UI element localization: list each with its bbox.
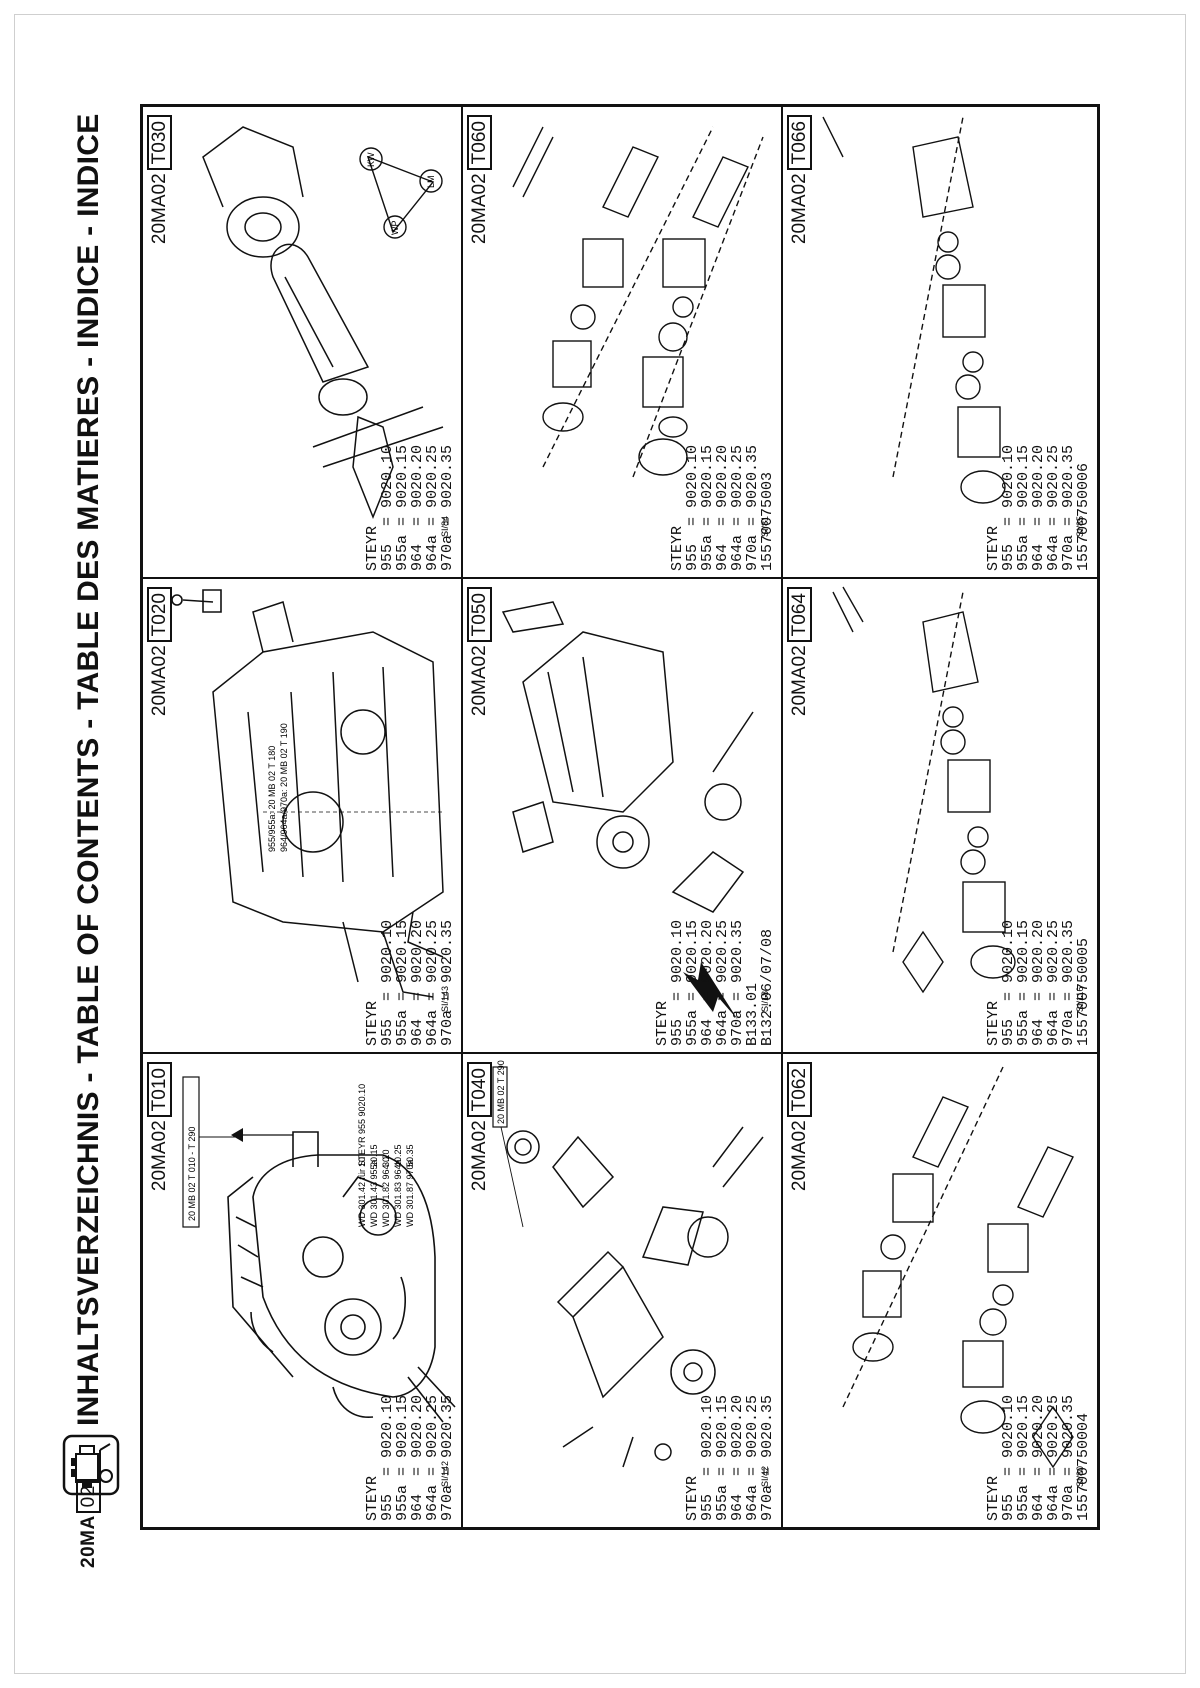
engine-assembly-drawing: 20 MB 02 T 010 - T 290 10 20 30 40 50 WD…: [182, 1076, 456, 1487]
ref-box-text: 20 MB 02 T 290: [496, 1060, 506, 1124]
ref-line: 964/964a/970a: 20 MB 02 T 190: [279, 723, 289, 852]
contents-grid: 20MA02T010: [140, 104, 1100, 1530]
oil-pump-drawing: 20 MB 02 T 290 SI/42: [492, 1060, 770, 1487]
svg-text:WP: WP: [390, 221, 400, 236]
page-frame: [14, 14, 1186, 1674]
wd-list-item: WD 301.42 für STEYR 955 9020.10: [357, 1084, 367, 1227]
hydraulic-pump-drawing: SI/18: [501, 601, 770, 1020]
page-header: 20MA02 INHALTSVERZEICHNIS - TABLE OF CON…: [60, 76, 130, 1576]
svg-text:40: 40: [393, 1157, 403, 1167]
figure-note: SI/84: [440, 516, 450, 537]
transmission-drawing: 955/955a: 20 MB 02 T 180 964/964a/970a: …: [171, 589, 450, 1012]
figure-note: SI/42: [760, 1466, 770, 1487]
gear-pump-exploded-drawing: SI/85: [822, 116, 1085, 537]
svg-text:LM: LM: [426, 175, 436, 188]
wd-list-item: WD 301.43 955a .15: [369, 1144, 379, 1227]
tractor-engine-icon: [62, 1434, 120, 1496]
wd-list-item: WD 301.87 970a .35: [405, 1144, 415, 1227]
figure-note: SI/81: [760, 516, 770, 537]
fan-belt-drawing: WP KW LM SI/84: [202, 126, 450, 537]
panel-t010[interactable]: 20MA02T010: [143, 1052, 463, 1527]
ref-line: 955/955a: 20 MB 02 T 180: [267, 746, 277, 852]
figure-note: SI/85: [1075, 516, 1085, 537]
gear-pump-exploded-drawing: SI/116: [832, 586, 1085, 1012]
figure-note: SI/143: [440, 986, 450, 1012]
figure-note: SI/80: [1075, 1466, 1085, 1487]
gear-pump-exploded-drawing: SI/80: [842, 1066, 1085, 1487]
svg-text:30: 30: [381, 1157, 391, 1167]
panel-t030[interactable]: 20MA02T030 WP KW LM SI/84: [143, 107, 463, 577]
page-prefix: 20MA: [78, 1515, 99, 1568]
svg-text:50: 50: [405, 1157, 415, 1167]
svg-text:20: 20: [369, 1157, 379, 1167]
wd-list-item: WD 301.82 964 .20: [381, 1149, 391, 1227]
figure-note: SI/142: [440, 1461, 450, 1487]
ref-box-text: 20 MB 02 T 010 - T 290: [187, 1127, 197, 1221]
gear-pump-exploded-drawing: SI/81: [512, 126, 770, 537]
svg-text:KW: KW: [366, 152, 376, 167]
svg-text:10: 10: [357, 1157, 367, 1167]
page-title: INHALTSVERZEICHNIS - TABLE OF CONTENTS -…: [72, 113, 105, 1426]
panel-t020[interactable]: 20MA02T020 955/955a: 20 MB 02 T 180 964/…: [143, 577, 463, 1052]
direction-arrow-icon: [683, 962, 738, 1020]
rotated-page: 20MA02 INHALTSVERZEICHNIS - TABLE OF CON…: [60, 76, 1100, 1576]
figure-note: SI/116: [1075, 987, 1085, 1012]
panel-t040[interactable]: 20MA02T040 20 MB 02 T 290 SI/42: [463, 1052, 783, 1527]
wd-list-item: WD 301.83 964a .25: [393, 1144, 403, 1227]
figure-note: SI/18: [760, 991, 770, 1012]
